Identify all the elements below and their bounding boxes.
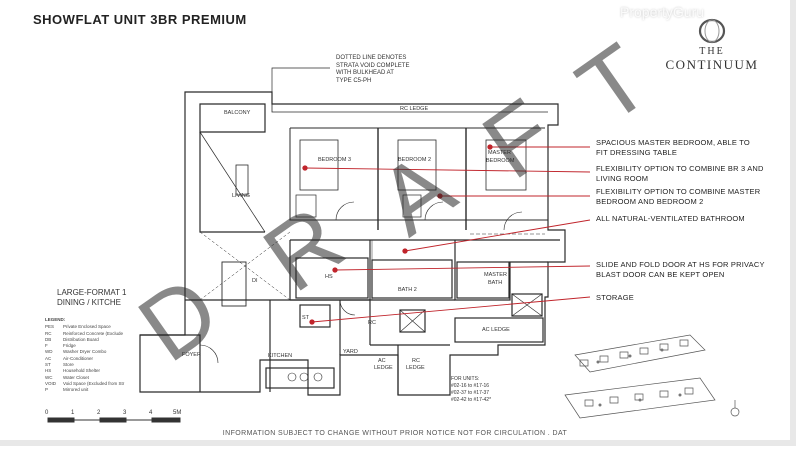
room-label-master-bath-1: MASTER: [484, 272, 507, 278]
legend-row: WC Water Closet: [45, 375, 124, 381]
legend-key: WD: [45, 349, 53, 355]
room-label-bedroom-2: BEDROOM 2: [398, 157, 432, 163]
side-label-line-2: DINING / KITCHE: [57, 298, 122, 307]
legend-row: WD Washer Dryer Combo: [45, 349, 124, 355]
annotation-ventilated-bath: ALL NATURAL-VENTILATED BATHROOM: [596, 214, 745, 224]
legend-key: F: [45, 343, 48, 349]
scale-label: 4: [149, 410, 153, 416]
legend-row: AC Air-Conditioner: [45, 356, 124, 362]
annotation-line: SLIDE AND FOLD DOOR AT HS FOR PRIVACY: [596, 260, 765, 269]
legend-value: Private Enclosed Space: [63, 324, 111, 330]
units-row: #02-42 to #17-42*: [451, 397, 492, 403]
legend-row: PES Private Enclosed Space: [45, 324, 124, 330]
legend-key: RC: [45, 330, 52, 336]
logo-line-2: CONTINUUM: [665, 57, 759, 72]
legend-value: Household Shelter: [63, 368, 101, 374]
room-label-dining: DI: [252, 278, 258, 284]
annotation-master-bedroom: SPACIOUS MASTER BEDROOM, ABLE TO FIT DRE…: [596, 138, 750, 158]
annotation-line: LIVING ROOM: [596, 174, 649, 183]
dining-kitchen-note: LARGE-FORMAT 1 DINING / KITCHE: [57, 288, 127, 308]
room-label-living: LIVING: [232, 193, 251, 199]
legend-row: VOID Void Space (Excluded from Str: [45, 381, 124, 387]
legend-key: VOID: [45, 380, 57, 386]
page-title: SHOWFLAT UNIT 3BR PREMIUM: [33, 12, 247, 27]
footer-disclaimer: INFORMATION SUBJECT TO CHANGE WITHOUT PR…: [222, 430, 568, 437]
scale-label: 1: [71, 410, 75, 416]
units-row: #02-37 to #17-37: [451, 390, 490, 396]
room-label-master-bath-2: BATH: [488, 280, 503, 286]
annotation-line: FLEXIBILITY OPTION TO COMBINE BR 3 AND: [596, 164, 764, 173]
scale-label: 0: [45, 410, 49, 416]
legend-row: ST Store: [45, 362, 124, 368]
room-label-master-1: MASTER: [488, 150, 511, 156]
room-label-hs: HS: [325, 274, 333, 280]
room-label-bedroom-3: BEDROOM 3: [318, 157, 352, 163]
legend-value: Distribution Board: [63, 336, 99, 342]
logo-line-1: THE: [699, 46, 725, 57]
room-label-kitchen: KITCHEN: [268, 353, 293, 359]
strata-void-note: DOTTED LINE DENOTES STRATA VOID COMPLETE…: [336, 55, 410, 84]
units-row: #02-16 to #17-16: [451, 383, 490, 389]
room-label-ac-ledge: AC LEDGE: [482, 327, 510, 333]
annotation-combine-br3: FLEXIBILITY OPTION TO COMBINE BR 3 AND L…: [596, 164, 764, 184]
legend-row: F Fridge: [45, 343, 124, 349]
annotation-slide-fold-door: SLIDE AND FOLD DOOR AT HS FOR PRIVACY BL…: [596, 260, 765, 280]
annotation-line: STORAGE: [596, 293, 634, 302]
annotation-combine-master: FLEXIBILITY OPTION TO COMBINE MASTER BED…: [596, 187, 760, 207]
room-label-foyer: FOYER: [182, 352, 201, 358]
side-label-line-1: LARGE-FORMAT 1: [57, 288, 127, 297]
legend-value: Water Closet: [63, 374, 89, 380]
legend-value: Reinforced Concrete (Exclude: [63, 330, 124, 336]
scale-label: 5M: [173, 410, 182, 416]
legend-value: Mirrored unit: [63, 387, 89, 393]
annotation-storage: STORAGE: [596, 293, 634, 303]
room-label-yard: YARD: [343, 349, 358, 355]
legend-value: Store: [63, 362, 74, 368]
brand-logo: THE CONTINUUM: [662, 18, 762, 73]
legend-row: RC Reinforced Concrete (Exclude: [45, 331, 124, 337]
room-label-master-2: BEDROOM: [486, 158, 515, 164]
annotation-line: FLEXIBILITY OPTION TO COMBINE MASTER: [596, 187, 761, 196]
room-label-rc-ledge-2: LEDGE: [406, 365, 425, 371]
scale-label: 3: [123, 410, 127, 416]
room-label-balcony: BALCONY: [224, 110, 251, 116]
scale-label: 2: [97, 410, 101, 416]
legend-key: P: [45, 387, 49, 393]
annotation-line: BLAST DOOR CAN BE KEPT OPEN: [596, 270, 725, 279]
legend-header: LEGEND:: [45, 317, 66, 322]
legend-key: AC: [45, 355, 52, 361]
legend-value: Fridge: [63, 343, 76, 349]
annotation-line: SPACIOUS MASTER BEDROOM, ABLE TO: [596, 138, 750, 147]
legend-value: Air-Conditioner: [63, 355, 94, 361]
units-list: FOR UNITS: #02-16 to #17-16 #02-37 to #1…: [451, 376, 491, 404]
room-label-ac: AC: [378, 358, 386, 364]
room-label-rc-2: RC: [368, 320, 376, 326]
units-header: FOR UNITS:: [451, 376, 480, 382]
legend-value: Washer Dryer Combo: [63, 349, 107, 355]
legend-key: ST: [45, 362, 51, 368]
annotation-line: FIT DRESSING TABLE: [596, 148, 678, 157]
room-label-rc-ledge: RC LEDGE: [400, 106, 429, 112]
legend-value: Void Space (Excluded from Str: [63, 380, 125, 386]
legend-key: WC: [45, 374, 53, 380]
room-label-rc: RC: [412, 358, 420, 364]
legend-row: P Mirrored unit: [45, 387, 124, 393]
legend-row: DB Distribution Board: [45, 337, 124, 343]
legend-key: DB: [45, 336, 52, 342]
room-label-ac-ledge-2: LEDGE: [374, 365, 393, 371]
legend-key: PES: [45, 324, 55, 330]
annotation-line: ALL NATURAL-VENTILATED BATHROOM: [596, 214, 745, 223]
annotation-line: BEDROOM AND BEDROOM 2: [596, 197, 704, 206]
room-label-bath-2: BATH 2: [398, 287, 417, 293]
watermark-text: PropertyGuru: [620, 4, 705, 20]
legend-row: HS Household Shelter: [45, 368, 124, 374]
logo-ring-icon: [698, 18, 726, 44]
room-label-st: ST: [302, 315, 310, 321]
legend-key: HS: [45, 368, 52, 374]
